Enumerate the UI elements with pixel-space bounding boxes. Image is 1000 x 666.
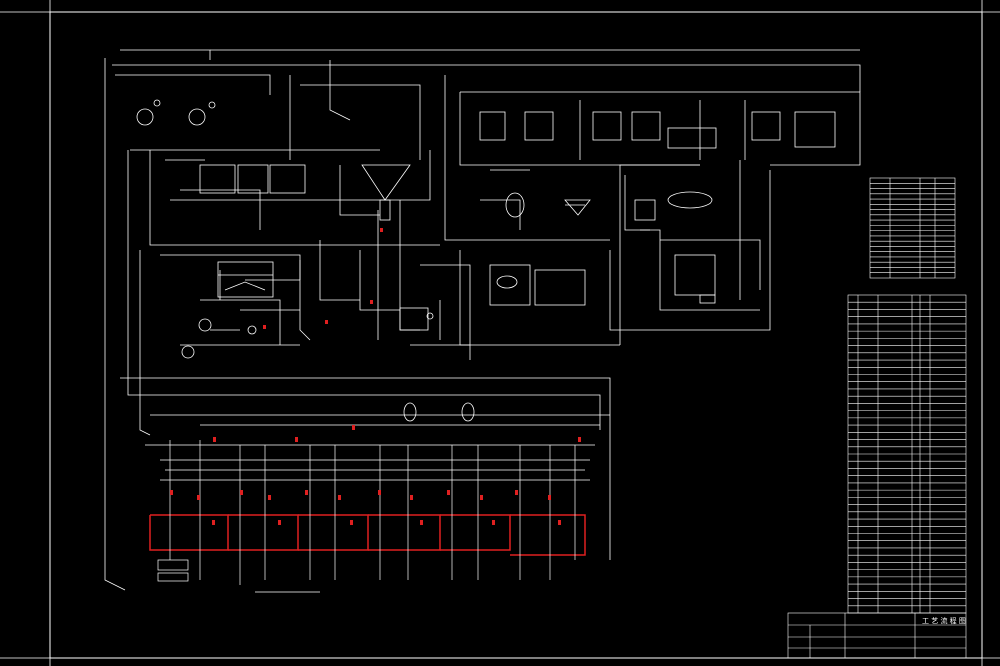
pump-icon (403, 402, 417, 422)
tank-icon (399, 307, 429, 331)
cell-internals (157, 440, 590, 593)
tank-icon (534, 269, 586, 306)
tank-icon (237, 164, 269, 194)
separator-icon (667, 191, 713, 209)
tank-icon (199, 164, 236, 194)
clarifier-icon (217, 261, 274, 298)
outer-frame (49, 11, 983, 659)
title-block (787, 612, 967, 659)
reactor-icon (631, 111, 661, 141)
reactor-icon (667, 127, 717, 149)
drawing-title: 工 艺 流 程 图 (922, 616, 966, 625)
vessel-icon (505, 192, 525, 218)
tank-icon (269, 164, 306, 194)
reactor-icon (751, 111, 781, 141)
pump-icon (181, 345, 195, 359)
pump-icon (136, 108, 154, 126)
cell-row (149, 514, 586, 556)
reactor-icon (592, 111, 622, 141)
valve-markers (170, 228, 581, 525)
reactor-icon (524, 111, 554, 141)
pump-icon (198, 318, 212, 332)
reactor-icon (794, 111, 836, 148)
equipment-table (869, 177, 956, 279)
equipment-symbols (136, 99, 836, 422)
parts-table (847, 294, 967, 614)
tank-icon (489, 264, 531, 306)
piping-network (104, 49, 861, 591)
hopper-icon (361, 164, 411, 201)
pump-icon (461, 402, 475, 422)
pump-icon (188, 108, 206, 126)
reactor-icon (479, 111, 506, 141)
tank-icon (674, 254, 716, 296)
